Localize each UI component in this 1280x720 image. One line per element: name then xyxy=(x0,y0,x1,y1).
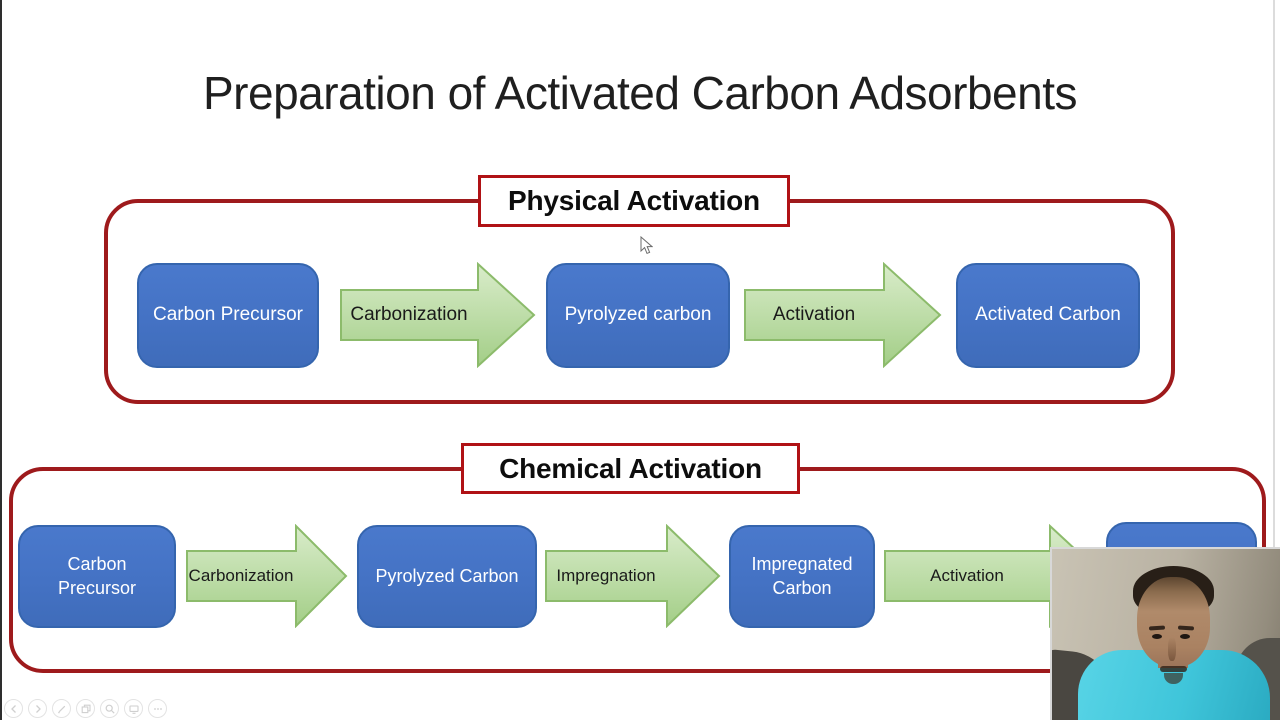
flow-arrow-label: Activation xyxy=(772,304,856,325)
block-arrow-right-icon xyxy=(186,524,348,628)
chemical-activation-label-text: Chemical Activation xyxy=(499,452,762,484)
zoom-button[interactable] xyxy=(100,699,119,718)
flow-arrow-label: Carbonization xyxy=(188,566,294,585)
pen-icon xyxy=(57,705,65,713)
presenter-nose xyxy=(1168,637,1176,661)
more-options-button[interactable] xyxy=(148,699,167,718)
flow-box-carbon-precursor-chemical: Carbon Precursor xyxy=(18,525,176,628)
chemical-activation-label: Chemical Activation xyxy=(461,443,800,494)
slides-grid-icon xyxy=(81,704,91,713)
flow-box-label: Carbon Precursor xyxy=(57,554,137,598)
arrow-pointer-icon xyxy=(640,235,654,255)
flow-box-label: Carbon Precursor xyxy=(153,304,303,326)
presenter-goatee xyxy=(1164,673,1183,684)
flow-arrow-activation-chemical: Activation xyxy=(884,524,1106,628)
see-all-slides-button[interactable] xyxy=(76,699,95,718)
magnifier-icon xyxy=(105,704,115,714)
presenter-eye-right xyxy=(1180,634,1190,639)
pen-tools-button[interactable] xyxy=(52,699,71,718)
presenter-mustache xyxy=(1160,666,1187,672)
flow-arrow-label: Activation xyxy=(930,566,1004,585)
chevron-left-icon xyxy=(10,704,16,713)
physical-activation-label: Physical Activation xyxy=(478,175,790,227)
flow-arrow-impregnation-chemical: Impregnation xyxy=(545,524,721,628)
flow-box-activated-carbon-physical: Activated Carbon xyxy=(956,263,1140,368)
flow-box-pyrolyzed-carbon-chemical: Pyrolyzed Carbon xyxy=(357,525,537,628)
flow-box-label: Activated Carbon xyxy=(975,304,1121,326)
slide-right-edge xyxy=(1273,0,1275,720)
flow-arrow-label: Impregnation xyxy=(556,566,656,585)
flow-box-impregnated-carbon-chemical: Impregnated Carbon xyxy=(729,525,875,628)
block-arrow-right-icon xyxy=(545,524,721,628)
webcam-overlay xyxy=(1050,547,1280,720)
flow-box-label: Pyrolyzed carbon xyxy=(564,304,712,326)
slideshow-toolbar xyxy=(4,699,167,718)
block-arrow-right-icon xyxy=(744,262,942,368)
slide-title: Preparation of Activated Carbon Adsorben… xyxy=(202,67,1078,119)
monitor-icon xyxy=(128,704,139,714)
video-left-edge xyxy=(0,0,2,720)
flow-arrow-carbonization-physical: Carbonization xyxy=(340,262,536,368)
next-slide-button[interactable] xyxy=(28,699,47,718)
flow-arrow-activation-physical: Activation xyxy=(744,262,942,368)
physical-activation-label-text: Physical Activation xyxy=(508,185,760,216)
presenter-eye-left xyxy=(1152,634,1162,639)
flow-box-label: Impregnated Carbon xyxy=(751,554,853,598)
flow-arrow-carbonization-chemical: Carbonization xyxy=(186,524,348,628)
display-settings-button[interactable] xyxy=(124,699,143,718)
flow-box-label: Pyrolyzed Carbon xyxy=(375,565,519,586)
ellipsis-icon xyxy=(153,707,162,710)
flow-box-pyrolyzed-carbon-physical: Pyrolyzed carbon xyxy=(546,263,730,368)
block-arrow-right-icon xyxy=(340,262,536,368)
previous-slide-button[interactable] xyxy=(4,699,23,718)
flow-box-carbon-precursor-physical: Carbon Precursor xyxy=(137,263,319,368)
mouse-cursor xyxy=(640,235,654,260)
flow-arrow-label: Carbonization xyxy=(350,304,468,325)
chevron-right-icon xyxy=(35,704,41,713)
